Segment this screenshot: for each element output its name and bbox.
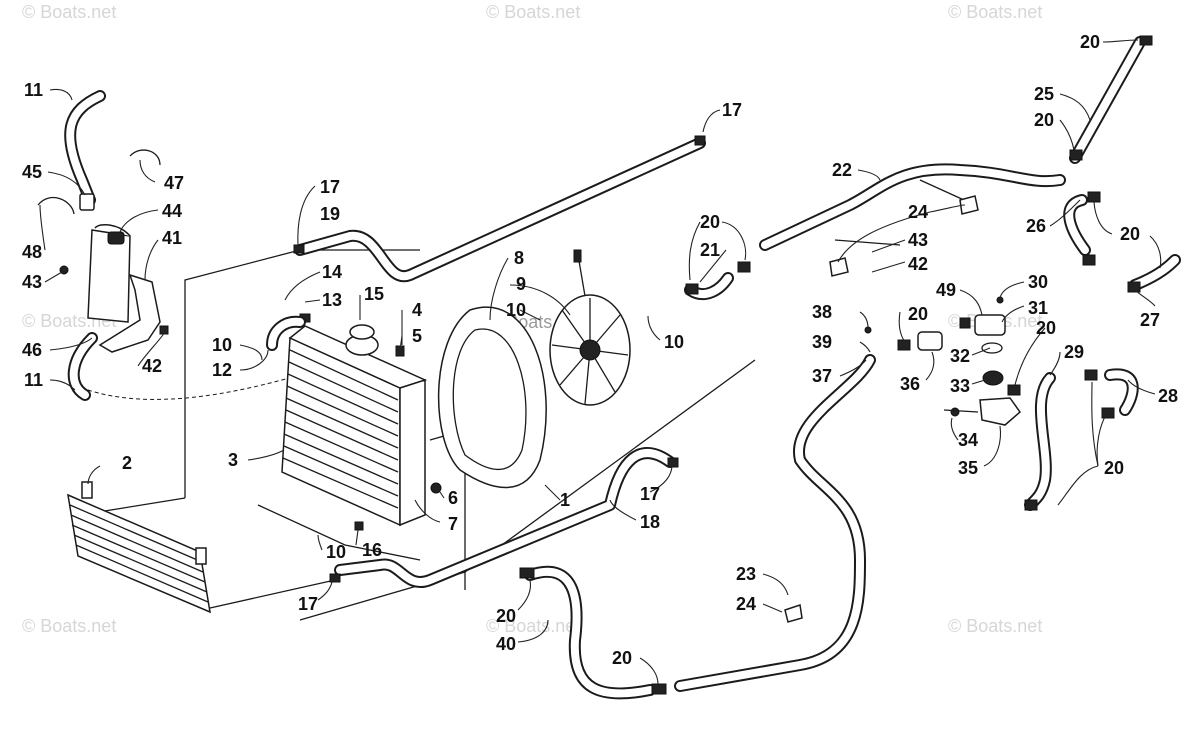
callout-17: 17 bbox=[722, 100, 742, 120]
callout-26: 26 bbox=[1026, 216, 1046, 236]
callout-45: 45 bbox=[22, 162, 42, 182]
callout-15: 15 bbox=[364, 284, 384, 304]
callout-24: 24 bbox=[908, 202, 928, 222]
callout-20: 20 bbox=[612, 648, 632, 668]
callout-10: 10 bbox=[326, 542, 346, 562]
callout-36: 36 bbox=[900, 374, 920, 394]
callout-10: 10 bbox=[212, 335, 232, 355]
callout-20: 20 bbox=[700, 212, 720, 232]
callout-21: 21 bbox=[700, 240, 720, 260]
callout-20: 20 bbox=[908, 304, 928, 324]
callout-13: 13 bbox=[322, 290, 342, 310]
callout-17: 17 bbox=[298, 594, 318, 614]
callout-8: 8 bbox=[514, 248, 524, 268]
callout-27: 27 bbox=[1140, 310, 1160, 330]
watermark: © Boats.net bbox=[22, 616, 116, 636]
watermark: © Boats.net bbox=[486, 616, 580, 636]
callout-35: 35 bbox=[958, 458, 978, 478]
callout-46: 46 bbox=[22, 340, 42, 360]
callout-42: 42 bbox=[908, 254, 928, 274]
callout-22: 22 bbox=[832, 160, 852, 180]
callout-28: 28 bbox=[1158, 386, 1178, 406]
callout-12: 12 bbox=[212, 360, 232, 380]
callout-20: 20 bbox=[1080, 32, 1100, 52]
thermostat-assembly bbox=[864, 296, 1022, 426]
callout-29: 29 bbox=[1064, 342, 1084, 362]
callout-34: 34 bbox=[958, 430, 978, 450]
callouts: 11 45 47 44 48 41 43 46 42 11 2 17 19 14… bbox=[22, 32, 1178, 668]
callout-18: 18 bbox=[640, 512, 660, 532]
callout-43: 43 bbox=[22, 272, 42, 292]
watermark: © Boats.net bbox=[486, 2, 580, 22]
callout-1: 1 bbox=[560, 490, 570, 510]
callout-41: 41 bbox=[162, 228, 182, 248]
fan-assembly bbox=[437, 249, 631, 489]
callout-44: 44 bbox=[162, 201, 182, 221]
watermark: © Boats.net bbox=[948, 616, 1042, 636]
callout-16: 16 bbox=[362, 540, 382, 560]
callout-14: 14 bbox=[322, 262, 342, 282]
callout-37: 37 bbox=[812, 366, 832, 386]
callout-10: 10 bbox=[506, 300, 526, 320]
watermarks: © Boats.net © Boats.net © Boats.net © Bo… bbox=[22, 2, 1042, 636]
callout-24: 24 bbox=[736, 594, 756, 614]
coolant-reservoir-assembly bbox=[37, 90, 169, 401]
callout-31: 31 bbox=[1028, 298, 1048, 318]
leader-lines bbox=[39, 39, 1162, 685]
callout-2: 2 bbox=[122, 453, 132, 473]
callout-17: 17 bbox=[640, 484, 660, 504]
callout-38: 38 bbox=[812, 302, 832, 322]
callout-48: 48 bbox=[22, 242, 42, 262]
callout-7: 7 bbox=[448, 514, 458, 534]
hoses bbox=[294, 36, 1181, 700]
callout-23: 23 bbox=[736, 564, 756, 584]
callout-20: 20 bbox=[1104, 458, 1124, 478]
callout-5: 5 bbox=[412, 326, 422, 346]
watermark: © Boats.net bbox=[948, 2, 1042, 22]
callout-32: 32 bbox=[950, 346, 970, 366]
callout-33: 33 bbox=[950, 376, 970, 396]
callout-20: 20 bbox=[1120, 224, 1140, 244]
callout-25: 25 bbox=[1034, 84, 1054, 104]
callout-10: 10 bbox=[664, 332, 684, 352]
callout-47: 47 bbox=[164, 173, 184, 193]
oil-cooler bbox=[67, 481, 336, 614]
radiator-fins bbox=[282, 349, 399, 509]
callout-43: 43 bbox=[908, 230, 928, 250]
callout-6: 6 bbox=[448, 488, 458, 508]
callout-20: 20 bbox=[496, 606, 516, 626]
callout-11: 11 bbox=[24, 80, 43, 100]
callout-4: 4 bbox=[412, 300, 422, 320]
callout-40: 40 bbox=[496, 634, 516, 654]
callout-20: 20 bbox=[1036, 318, 1056, 338]
hose-clamps bbox=[293, 35, 1153, 695]
radiator bbox=[266, 313, 442, 531]
callout-49: 49 bbox=[936, 280, 956, 300]
callout-20: 20 bbox=[1034, 110, 1054, 130]
callout-19: 19 bbox=[320, 204, 340, 224]
watermark: © Boats.net bbox=[22, 2, 116, 22]
callout-9: 9 bbox=[516, 274, 526, 294]
callout-42: 42 bbox=[142, 356, 162, 376]
callout-3: 3 bbox=[228, 450, 238, 470]
callout-17: 17 bbox=[320, 177, 340, 197]
callout-39: 39 bbox=[812, 332, 832, 352]
guide-lines bbox=[79, 179, 976, 621]
callout-30: 30 bbox=[1028, 272, 1048, 292]
callout-11: 11 bbox=[24, 370, 43, 390]
